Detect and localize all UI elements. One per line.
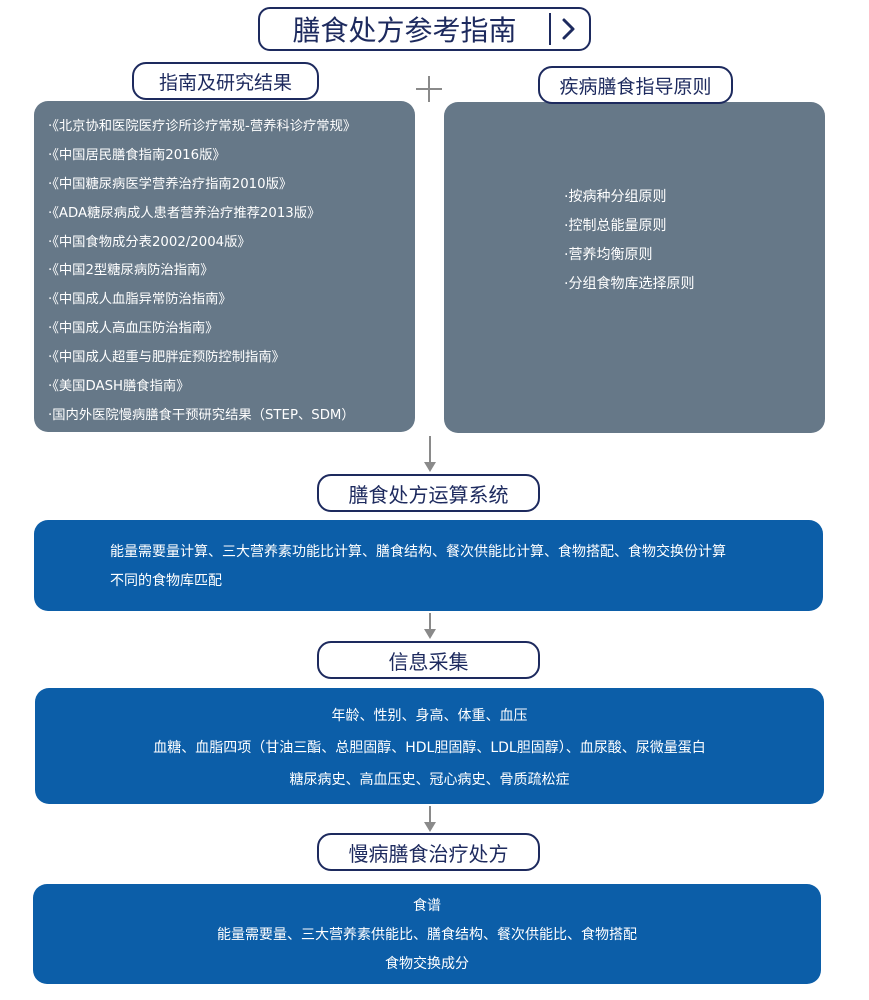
system-label-text: 膳食处方运算系统 [348, 482, 509, 507]
info-label-text: 信息采集 [388, 649, 469, 674]
principles-box: ·按病种分组原则 ·控制总能量原则 ·营养均衡原则 ·分组食物库选择原则 [444, 102, 825, 433]
chevron-right-icon [562, 18, 575, 40]
flow-arrow [424, 806, 436, 832]
system-line: 不同的食物库匹配 [110, 573, 222, 589]
guides-label-text: 指南及研究结果 [158, 71, 292, 94]
guide-item: ·《美国DASH膳食指南》 [48, 379, 190, 395]
prescription-line: 食物交换成分 [385, 956, 469, 972]
guide-item: ·《中国糖尿病医学营养治疗指南2010版》 [48, 176, 293, 192]
principles-label-text: 疾病膳食指导原则 [559, 75, 712, 98]
info-line: 年龄、性别、身高、体重、血压 [331, 708, 528, 724]
system-box: 能量需要量计算、三大营养素功能比计算、膳食结构、餐次供能比计算、食物搭配、食物交… [34, 520, 823, 611]
principles-label: 疾病膳食指导原则 [538, 66, 733, 104]
flow-arrow [424, 436, 436, 472]
guide-item: ·《中国成人超重与肥胖症预防控制指南》 [48, 350, 285, 366]
principle-item: ·控制总能量原则 [564, 218, 667, 234]
guide-item: ·国内外医院慢病膳食干预研究结果（STEP、SDM） [48, 407, 355, 423]
info-label: 信息采集 [317, 641, 540, 679]
title-divider [549, 13, 551, 45]
guides-box: ·《北京协和医院医疗诊所诊疗常规-营养科诊疗常规》 ·《中国居民膳食指南2016… [34, 101, 415, 432]
guide-item: ·《ADA糖尿病成人患者营养治疗推荐2013版》 [48, 205, 321, 221]
guide-item: ·《中国食物成分表2002/2004版》 [48, 234, 251, 250]
title-pill[interactable]: 膳食处方参考指南 [258, 7, 591, 51]
info-line: 糖尿病史、高血压史、冠心病史、骨质疏松症 [289, 772, 570, 788]
principle-item: ·按病种分组原则 [564, 189, 667, 205]
system-label: 膳食处方运算系统 [317, 474, 540, 512]
prescription-label-text: 慢病膳食治疗处方 [348, 841, 509, 866]
guide-item: ·《中国成人血脂异常防治指南》 [48, 292, 232, 308]
prescription-box: 食谱 能量需要量、三大营养素供能比、膳食结构、餐次供能比、食物搭配 食物交换成分 [33, 884, 821, 984]
system-line: 能量需要量计算、三大营养素功能比计算、膳食结构、餐次供能比计算、食物搭配、食物交… [110, 544, 726, 560]
prescription-line: 能量需要量、三大营养素供能比、膳食结构、餐次供能比、食物搭配 [217, 927, 637, 943]
guide-item: ·《北京协和医院医疗诊所诊疗常规-营养科诊疗常规》 [48, 119, 357, 134]
guide-item: ·《中国2型糖尿病防治指南》 [48, 263, 214, 279]
info-line: 血糖、血脂四项（甘油三酯、总胆固醇、HDL胆固醇、LDL胆固醇）、血尿酸、尿微量… [153, 740, 706, 756]
principle-item: ·营养均衡原则 [564, 247, 653, 263]
plus-icon [416, 76, 442, 102]
prescription-line: 食谱 [413, 898, 441, 914]
page-title: 膳食处方参考指南 [292, 14, 517, 47]
guide-item: ·《中国居民膳食指南2016版》 [48, 147, 226, 163]
info-box: 年龄、性别、身高、体重、血压 血糖、血脂四项（甘油三酯、总胆固醇、HDL胆固醇、… [35, 688, 824, 804]
title-arrow-area[interactable] [549, 9, 589, 49]
principles-list: ·按病种分组原则 ·控制总能量原则 ·营养均衡原则 ·分组食物库选择原则 [564, 183, 694, 299]
guides-label: 指南及研究结果 [132, 62, 319, 100]
principle-item: ·分组食物库选择原则 [564, 276, 695, 292]
guide-item: ·《中国成人高血压防治指南》 [48, 321, 219, 337]
prescription-label: 慢病膳食治疗处方 [317, 833, 540, 871]
flow-arrow [424, 613, 436, 639]
